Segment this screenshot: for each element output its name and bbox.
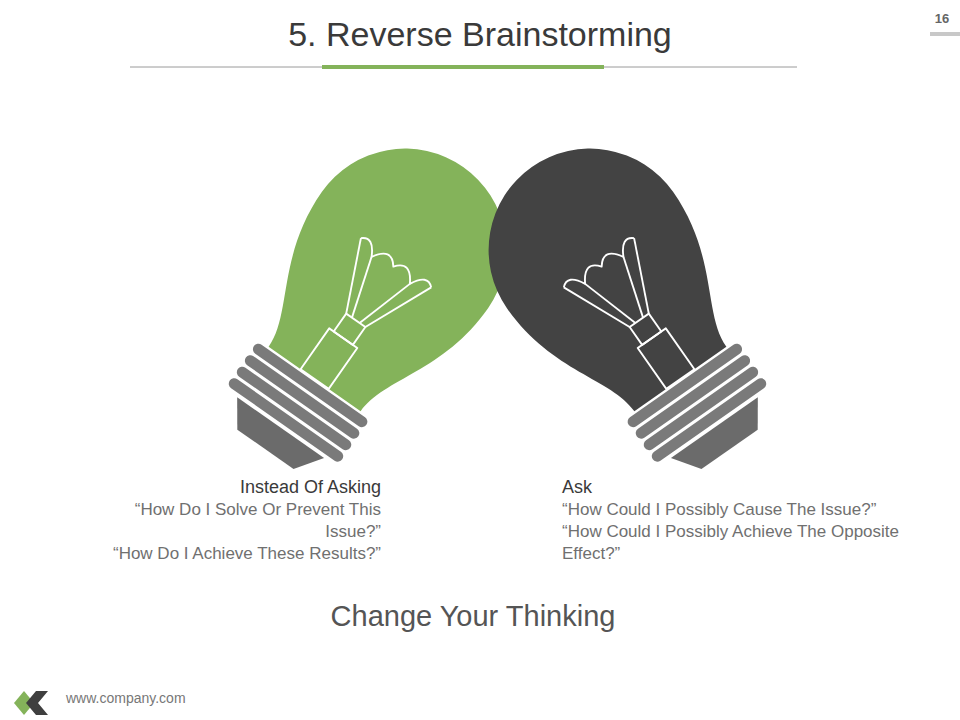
filament-wire bbox=[365, 269, 431, 344]
filament-collar bbox=[334, 314, 366, 345]
question-text: “How Could I Possibly Cause The Issue?” bbox=[562, 499, 912, 521]
filament-coil bbox=[356, 236, 433, 295]
text-block: Ask“How Could I Possibly Cause The Issue… bbox=[562, 476, 912, 565]
question-text: “How Could I Possibly Achieve The Opposi… bbox=[562, 521, 912, 565]
filament-wire bbox=[585, 273, 635, 334]
light-bulb bbox=[449, 109, 813, 508]
bulb-node: Instead Of Asking“How Do I Solve Or Prev… bbox=[80, 120, 560, 570]
filament-wire bbox=[360, 273, 410, 334]
slide-caption: Change Your Thinking bbox=[0, 598, 946, 634]
base-tip bbox=[222, 397, 324, 480]
question-text: “How Do I Solve Or Prevent This Issue?” bbox=[81, 499, 381, 543]
filament-wire bbox=[564, 269, 630, 344]
filament-wire bbox=[609, 238, 675, 313]
filament-coil bbox=[562, 236, 639, 295]
filament-stem bbox=[301, 328, 358, 389]
page-number: 16 bbox=[922, 11, 960, 26]
title-rule bbox=[130, 67, 797, 68]
logo-mark bbox=[26, 691, 48, 715]
filament-wire bbox=[608, 257, 658, 318]
page-number-bar bbox=[930, 32, 960, 36]
footer-url: www.company.com bbox=[66, 690, 186, 706]
filament-stem bbox=[638, 328, 695, 389]
light-bulb bbox=[182, 109, 546, 508]
block-heading: Instead Of Asking bbox=[81, 476, 381, 499]
title-accent bbox=[322, 65, 604, 69]
bulb-node: Ask“How Could I Possibly Cause The Issue… bbox=[440, 120, 920, 570]
slide-title: 5. Reverse Brainstorming bbox=[0, 14, 960, 54]
block-heading: Ask bbox=[562, 476, 912, 499]
bulb-glass bbox=[449, 109, 764, 437]
text-block: Instead Of Asking“How Do I Solve Or Prev… bbox=[81, 476, 381, 565]
filament-wire bbox=[321, 238, 387, 313]
bulb-filament bbox=[562, 236, 715, 404]
base-tip bbox=[671, 397, 773, 480]
question-text: “How Do I Achieve These Results?” bbox=[81, 543, 381, 565]
filament-collar bbox=[630, 314, 662, 345]
bulb-filament bbox=[279, 236, 432, 404]
